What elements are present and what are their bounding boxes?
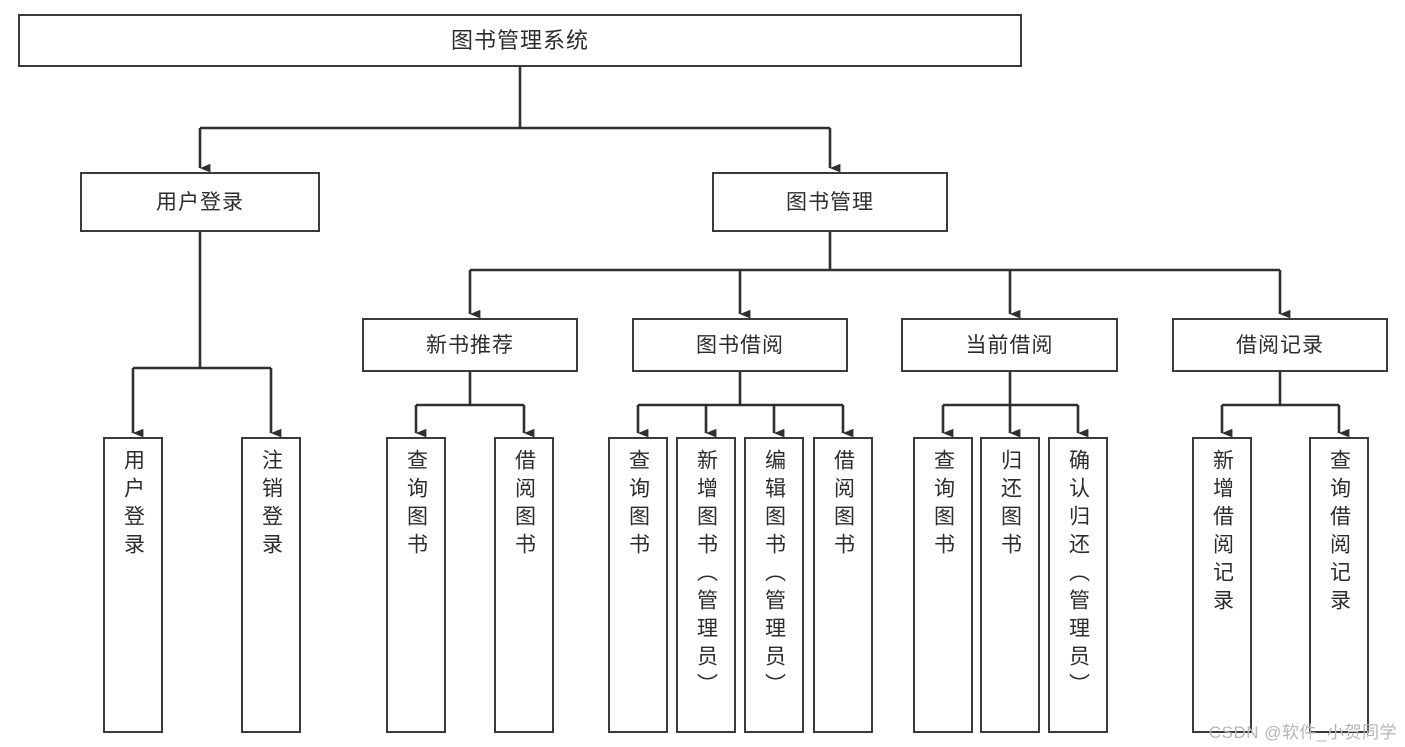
node-label: 新增图书（管理员） [694, 449, 718, 701]
node-label: 借阅图书 [512, 449, 536, 561]
node-label: 图书借阅 [696, 333, 784, 357]
node-label: 用户登录 [156, 190, 244, 214]
leaf-return-book[interactable]: 归还图书 [980, 437, 1040, 733]
leaf-query-borrow-record[interactable]: 查询借阅记录 [1309, 437, 1369, 733]
node-book-borrow[interactable]: 图书借阅 [632, 318, 848, 372]
node-label: 归还图书 [998, 449, 1022, 561]
leaf-query-book-current[interactable]: 查询图书 [913, 437, 973, 733]
node-label: 编辑图书（管理员） [762, 449, 786, 701]
node-label: 查询图书 [931, 449, 955, 561]
leaf-confirm-return-admin[interactable]: 确认归还（管理员） [1048, 437, 1108, 733]
node-label: 确认归还（管理员） [1066, 449, 1090, 701]
leaf-add-book-admin[interactable]: 新增图书（管理员） [676, 437, 736, 733]
node-current-borrow[interactable]: 当前借阅 [901, 318, 1118, 372]
node-label: 查询图书 [404, 449, 428, 561]
leaf-borrow-book-recommend[interactable]: 借阅图书 [494, 437, 554, 733]
node-label: 借阅记录 [1236, 333, 1324, 357]
node-label: 新书推荐 [426, 333, 514, 357]
node-new-book-recommend[interactable]: 新书推荐 [362, 318, 578, 372]
leaf-user-logout[interactable]: 注销登录 [241, 437, 301, 733]
node-label: 查询借阅记录 [1327, 449, 1351, 617]
node-label: 新增借阅记录 [1210, 449, 1234, 617]
node-label: 注销登录 [259, 449, 283, 561]
node-user-login[interactable]: 用户登录 [80, 172, 320, 232]
node-label: 图书管理系统 [450, 27, 589, 53]
node-label: 图书管理 [786, 190, 874, 214]
node-root-system[interactable]: 图书管理系统 [18, 14, 1022, 67]
node-label: 查询图书 [626, 449, 650, 561]
leaf-borrow-book[interactable]: 借阅图书 [813, 437, 873, 733]
node-borrow-record[interactable]: 借阅记录 [1172, 318, 1388, 372]
node-label: 借阅图书 [831, 449, 855, 561]
node-label: 当前借阅 [965, 333, 1054, 357]
leaf-query-book-borrow[interactable]: 查询图书 [608, 437, 668, 733]
leaf-edit-book-admin[interactable]: 编辑图书（管理员） [744, 437, 804, 733]
node-book-management[interactable]: 图书管理 [712, 172, 948, 232]
leaf-add-borrow-record[interactable]: 新增借阅记录 [1192, 437, 1252, 733]
node-label: 用户登录 [121, 449, 145, 561]
leaf-user-login[interactable]: 用户登录 [103, 437, 163, 733]
leaf-query-book-recommend[interactable]: 查询图书 [386, 437, 446, 733]
